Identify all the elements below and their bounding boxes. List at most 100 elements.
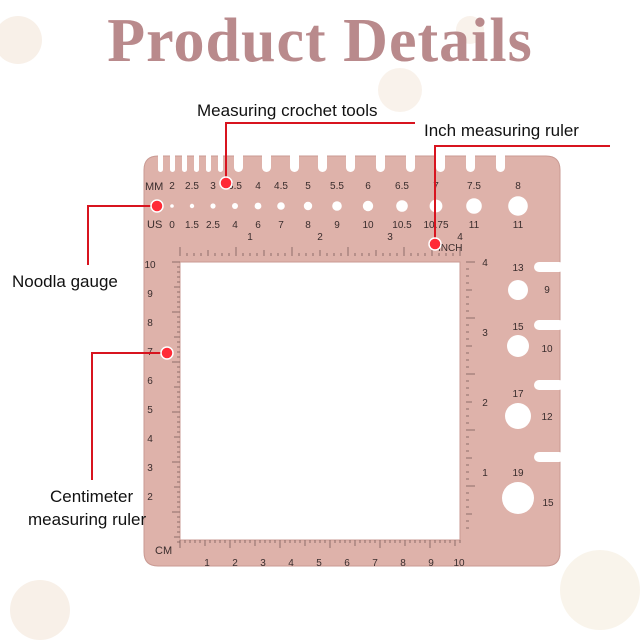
us-size-label: 2.5: [206, 220, 220, 231]
center-window: [179, 261, 461, 541]
cm-bottom-number: 4: [288, 558, 294, 569]
cm-left-number: 9: [147, 289, 153, 300]
side-notch: [534, 320, 564, 330]
cm-left-number: 8: [147, 318, 153, 329]
inch-top-number: 4: [457, 232, 463, 243]
cm-ruler-label-line1: Centimeter: [50, 487, 134, 506]
side-gauge-label: 15: [542, 498, 554, 509]
crochet-slot: [262, 150, 271, 172]
mm-size-label: 6: [365, 181, 371, 192]
gauge-hole: [210, 203, 216, 209]
crochet-slot: [466, 150, 475, 172]
us-size-label: 11: [513, 220, 524, 231]
crochet-slot: [406, 150, 415, 172]
crochet-tool-slots: [158, 150, 505, 172]
cm-left-number: 3: [147, 463, 153, 474]
gauge-hole: [254, 202, 262, 210]
mm-label: MM: [145, 181, 163, 193]
us-size-label: 8: [305, 220, 311, 231]
cm-left-number: 10: [144, 260, 156, 271]
mm-size-label: 4: [255, 181, 261, 192]
cm-left-number: 6: [147, 376, 153, 387]
gauge-hole: [189, 203, 195, 209]
mm-size-label: 2: [169, 181, 175, 192]
gauge-holes: [170, 196, 528, 216]
gauge-hole: [396, 200, 408, 212]
inch-right-number: 2: [482, 398, 488, 409]
cm-ruler-dot: [160, 346, 174, 360]
mm-size-label: 5.5: [330, 181, 344, 192]
side-gauge-hole: [507, 335, 529, 357]
cm-bottom-number: 2: [232, 558, 238, 569]
deco-circle: [560, 550, 640, 630]
side-gauge-label: 12: [541, 412, 553, 423]
crochet-slot: [206, 150, 211, 172]
us-size-label: 6: [255, 220, 261, 231]
gauge-hole: [277, 202, 285, 210]
gauge-hole: [508, 196, 528, 216]
mm-size-label: 8: [515, 181, 521, 192]
side-notch: [534, 452, 564, 462]
us-size-label: 10.5: [392, 220, 412, 231]
cm-bottom-number: 3: [260, 558, 266, 569]
crochet-slot: [290, 150, 299, 172]
crochet-slot: [194, 150, 199, 172]
crochet-slot: [182, 150, 187, 172]
cm-left-number: 5: [147, 405, 153, 416]
mm-size-label: 6.5: [395, 181, 409, 192]
gauge-hole: [170, 204, 174, 208]
side-gauge-label: 9: [544, 285, 550, 296]
us-size-label: 10.75: [423, 220, 448, 231]
us-size-label: 4: [232, 220, 238, 231]
ruler-ticks: [172, 247, 475, 548]
gauge-hole: [332, 201, 342, 211]
side-gauge-holes: [502, 262, 564, 514]
inch-top-number: 2: [317, 232, 323, 243]
side-gauge-label: 10: [541, 344, 553, 355]
noodla-gauge-dot: [150, 199, 164, 213]
cm-bottom-number: 9: [428, 558, 434, 569]
crochet-slot: [376, 150, 385, 172]
side-gauge-hole: [502, 482, 534, 514]
inch-top-number: 1: [247, 232, 253, 243]
mm-size-label: 2.5: [185, 181, 199, 192]
side-notch: [534, 380, 564, 390]
side-gauge-hole: [505, 403, 531, 429]
crochet-tools-dot: [219, 176, 233, 190]
us-size-label: 1.5: [185, 220, 199, 231]
cm-bottom-number: 1: [204, 558, 210, 569]
inch-ruler-dot: [428, 237, 442, 251]
side-gauge-hole: [508, 280, 528, 300]
crochet-slot: [234, 150, 243, 172]
crochet-slot: [496, 150, 505, 172]
side-notch: [534, 262, 564, 272]
inch-ruler-callout-line: [434, 145, 610, 244]
inch-right-number: 3: [482, 328, 488, 339]
deco-circle: [456, 16, 484, 44]
cm-left-number: 4: [147, 434, 153, 445]
cm-ruler-label-line2: measuring ruler: [28, 510, 147, 529]
cm-bottom-number: 6: [344, 558, 350, 569]
crochet-slot: [158, 150, 163, 172]
crochet-slot: [346, 150, 355, 172]
crochet-slot: [170, 150, 175, 172]
noodla-gauge-label: Noodla gauge: [12, 272, 118, 291]
side-gauge-label: 13: [512, 263, 524, 274]
gauge-hole: [362, 200, 374, 212]
us-size-label: 9: [334, 220, 340, 231]
side-gauge-label: 15: [512, 322, 524, 333]
us-size-label: 11: [469, 220, 480, 231]
gauge-hole: [232, 203, 238, 209]
crochet-tools-label: Measuring crochet tools: [197, 101, 378, 120]
inch-unit-label: INCH: [438, 243, 462, 254]
cm-ruler-callout-line: [91, 352, 167, 480]
gauge-hole: [466, 198, 482, 214]
